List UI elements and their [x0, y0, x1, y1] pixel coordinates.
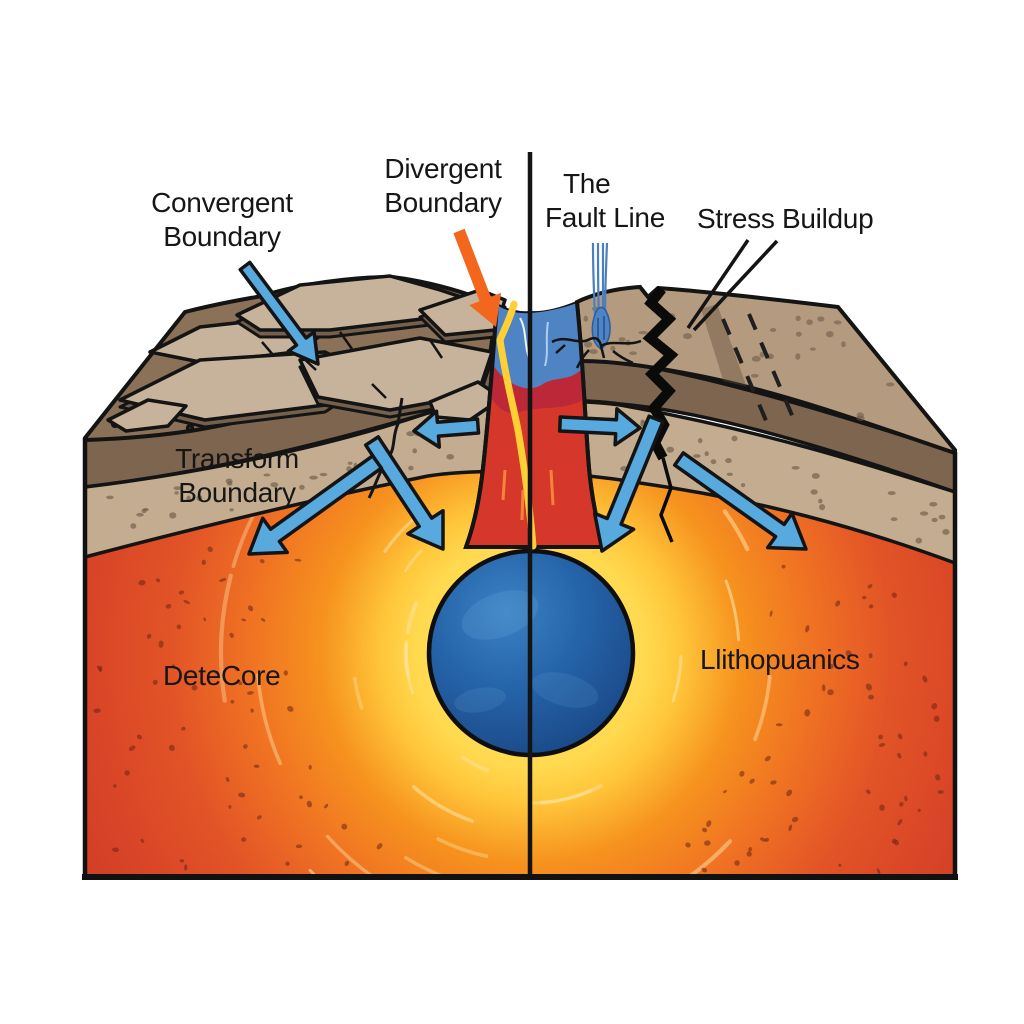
fault-trace-dashed-2: [747, 313, 799, 428]
transform-boundary-label: Transform Boundary: [137, 442, 337, 510]
label-line: Boundary: [178, 477, 296, 508]
core-label: DeteCore: [163, 659, 281, 693]
label-line: DeteCore: [163, 660, 281, 691]
label-line: Divergent: [384, 153, 502, 184]
mantle-speckles: [93, 546, 944, 875]
label-line: Llithopuanics: [700, 644, 860, 675]
rock-slab: [106, 398, 188, 433]
label-line: The: [563, 168, 611, 199]
label-line: Boundary: [163, 221, 281, 252]
divergent-ridge-magma: [463, 300, 607, 550]
rift-water: [491, 303, 583, 389]
mantle-label: Llithopuanics: [700, 643, 860, 677]
label-line: Transform: [175, 443, 299, 474]
label-line: Stress Buildup: [697, 203, 874, 234]
subduction-downleft-arrow: [247, 454, 384, 556]
magma-yellow-streak: [496, 300, 537, 550]
stress-leader-lines: [686, 239, 779, 332]
divergent-arrow: [453, 228, 502, 327]
right-plate-speckles: [583, 306, 895, 422]
crust-speckles: [106, 419, 950, 544]
label-line: Fault Line: [545, 202, 665, 233]
fault-line-label: The Fault Line: [545, 167, 665, 235]
mantle-convection-streaks: [218, 471, 772, 876]
convergent-arrow: [238, 260, 320, 366]
subduction-downright-arrow: [363, 435, 445, 551]
divergent-boundary-label: Divergent Boundary: [343, 152, 543, 220]
broken-rock-slabs: [106, 274, 507, 433]
right-downright-arrow: [672, 451, 808, 551]
label-line: Convergent: [151, 187, 293, 218]
block-border: [82, 438, 958, 880]
fault-line-water: [551, 242, 642, 369]
stress-buildup-label: Stress Buildup: [697, 202, 874, 236]
label-line: Boundary: [384, 187, 502, 218]
convergent-boundary-label: Convergent Boundary: [122, 186, 322, 254]
ridge-spread-right-arrow: [557, 407, 642, 447]
ridge-spread-left-arrow: [412, 409, 481, 449]
right-downleft-arrow: [592, 414, 665, 553]
fault-trace-dashed-1: [721, 318, 772, 431]
